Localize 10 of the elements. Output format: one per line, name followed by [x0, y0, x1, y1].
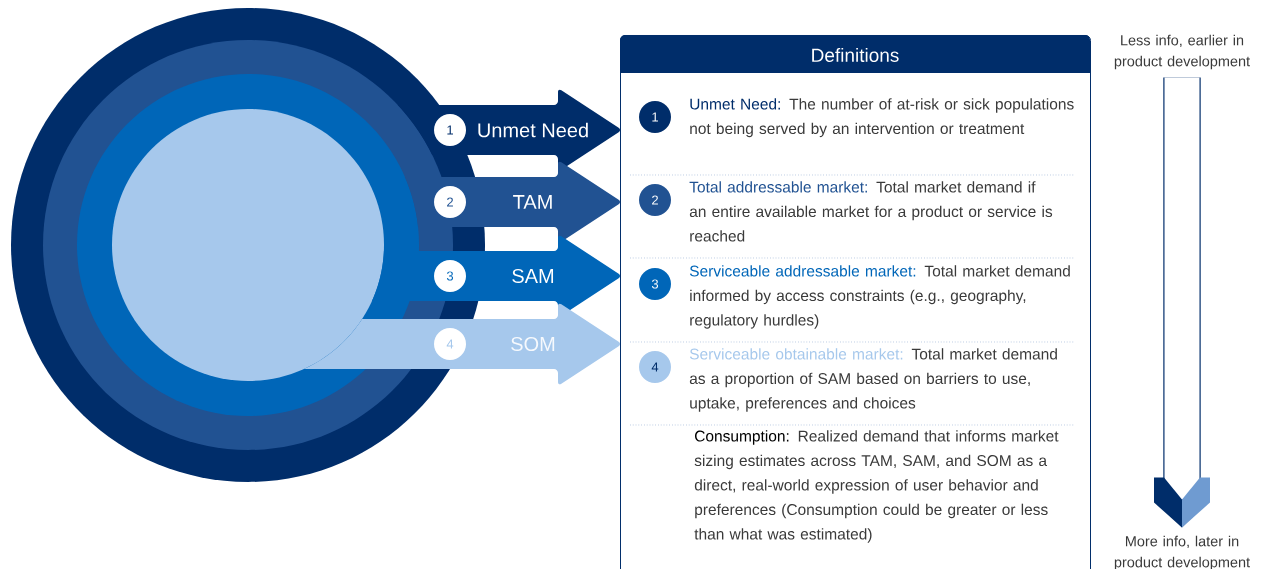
arrow-label: SOM	[511, 336, 555, 352]
arrow-label: SAM	[512, 268, 554, 284]
definition-text: Consumption: Realized demand that informs market sizing estimates across TAM, SAM, and SOM as a direct, real-world expression of user behavior and preferences (Consumption could be greater or less than what was estimated)	[694, 430, 1059, 543]
arrow-label: Unmet Need	[478, 122, 588, 138]
axis-label: Less info, earlier in product development	[1114, 34, 1250, 70]
arrow-label: TAM	[513, 195, 552, 209]
definition-text: Serviceable obtainable market: Total market demand as a proportion of SAM based on barriers to use, uptake, preferences and choices	[689, 348, 1057, 412]
definition-text: Unmet Need: The number of at-risk or sick populations not being served by an intervention or treatment	[690, 98, 1074, 138]
definition-text: Total addressable market: Total market demand if an entire available market for a product or service is reached	[689, 181, 1053, 242]
definition-text: Serviceable addressable market: Total market demand informed by access constraints (e.g., geography, regulatory hurdles)	[689, 265, 1070, 329]
